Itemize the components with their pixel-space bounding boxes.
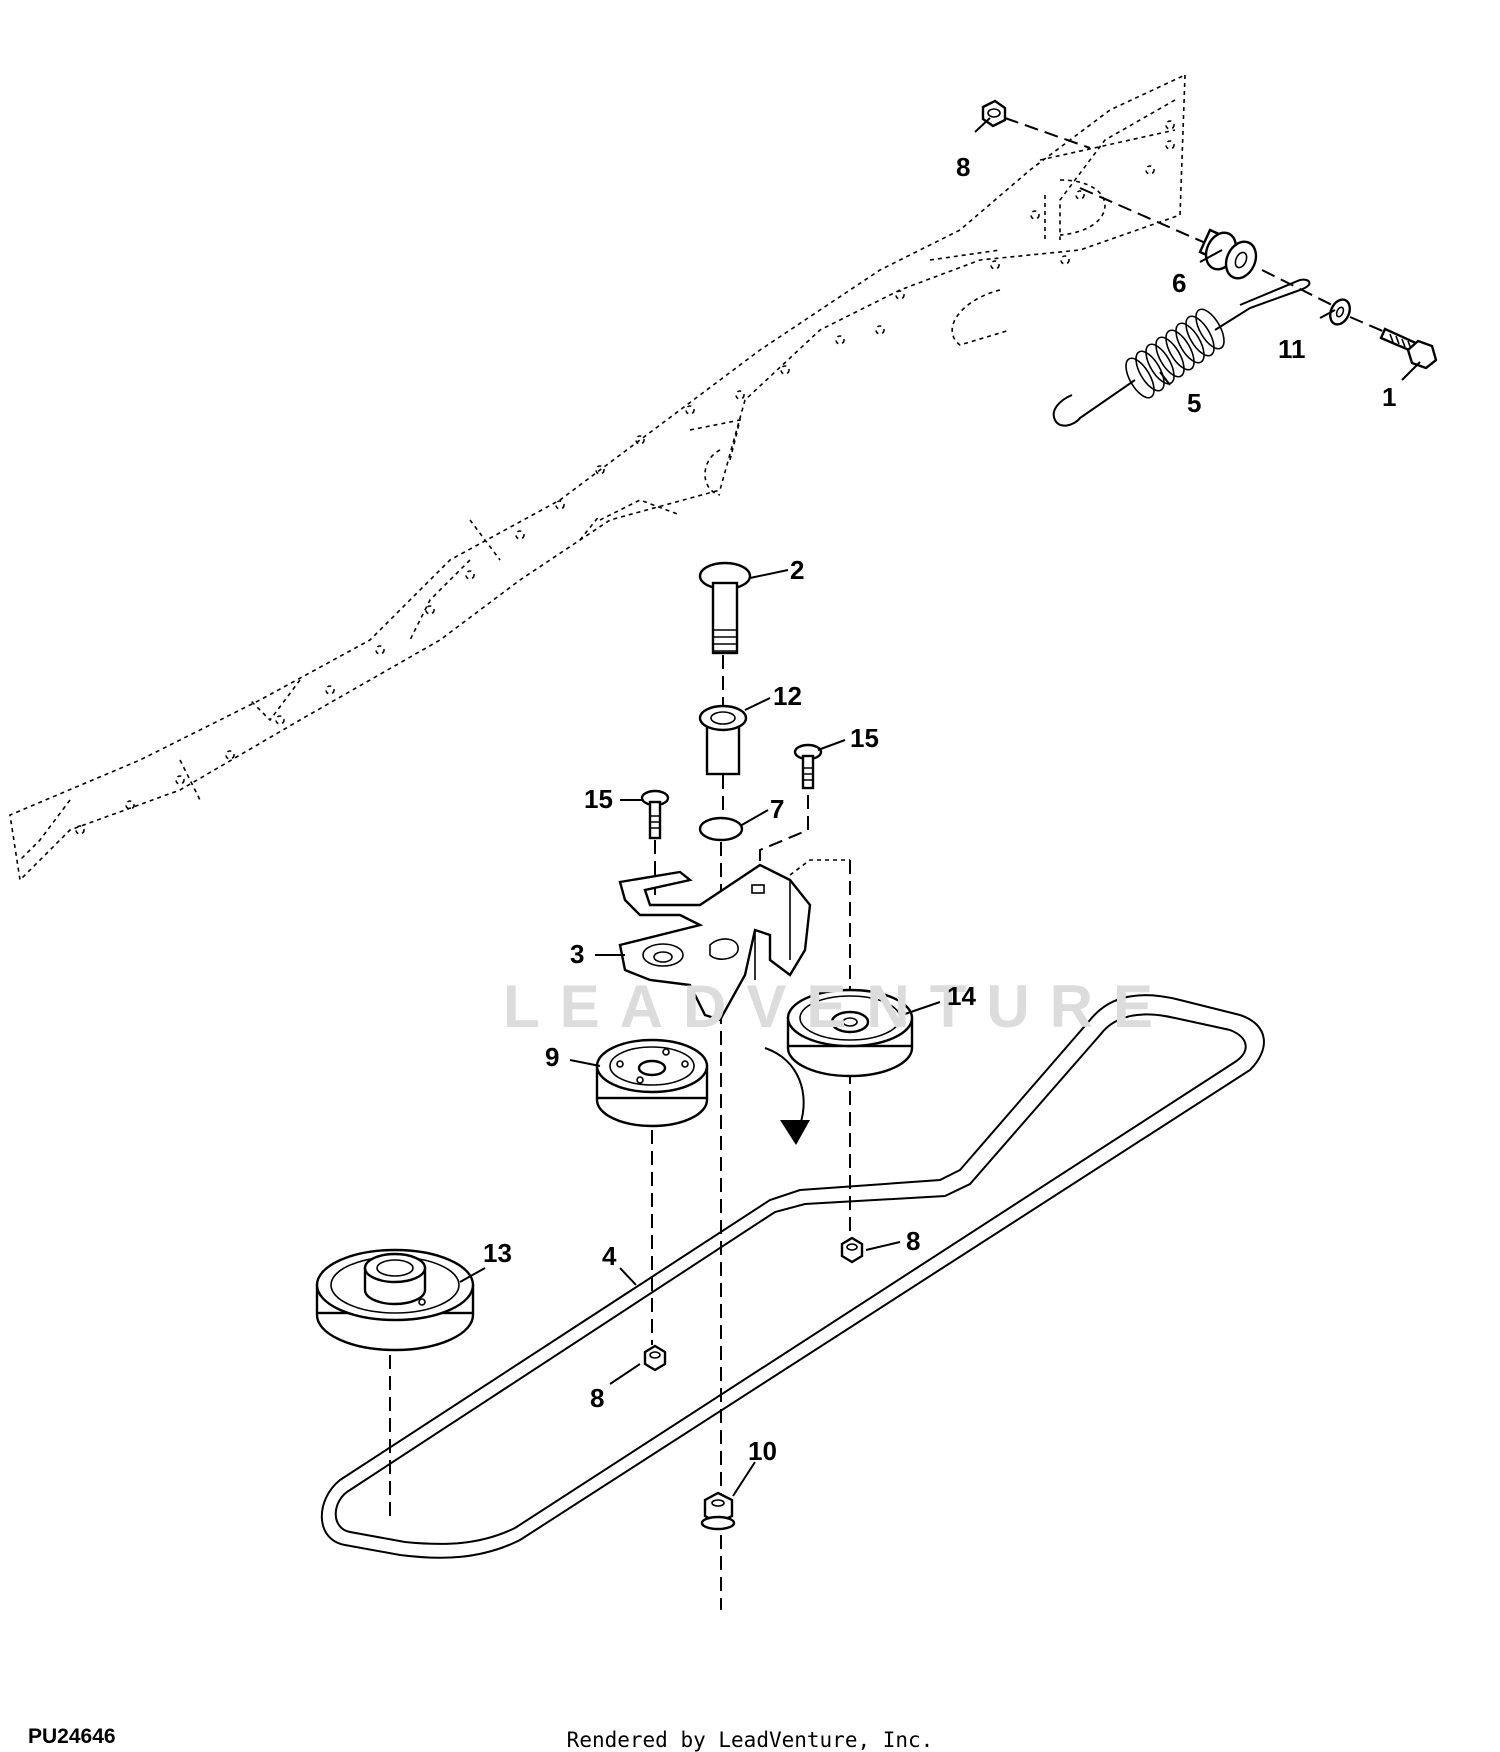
callout-nut-left: 8 xyxy=(590,1383,604,1413)
render-credit: Rendered by LeadVenture, Inc. xyxy=(566,1728,934,1752)
callout-bushing: 12 xyxy=(773,681,802,711)
watermark: LEADVENTURE xyxy=(503,973,1173,1040)
spacer[interactable] xyxy=(1079,187,1262,283)
callout-bolt-right: 15 xyxy=(850,723,879,753)
cap-screw[interactable] xyxy=(1349,316,1438,370)
spring[interactable] xyxy=(1052,278,1311,427)
callout-cap-screw: 1 xyxy=(1382,382,1396,412)
flange-nut[interactable] xyxy=(700,1491,736,1531)
callout-idler-v: 9 xyxy=(545,1042,559,1072)
callout-spring: 5 xyxy=(1187,388,1201,418)
callout-washer: 11 xyxy=(1278,334,1306,364)
nut-right[interactable] xyxy=(840,1236,864,1264)
pivot-bolt[interactable] xyxy=(698,561,752,655)
idler-pulley-v[interactable] xyxy=(595,1038,709,1128)
washer[interactable] xyxy=(1261,269,1354,328)
callout-frame-nut-top: 8 xyxy=(956,152,970,182)
callout-belt: 4 xyxy=(602,1241,617,1271)
callout-engine-sheave: 13 xyxy=(483,1238,512,1268)
idler-pulley-flat[interactable] xyxy=(786,988,914,1078)
engine-sheave[interactable] xyxy=(315,1248,475,1352)
rotation-arrow xyxy=(764,1047,810,1145)
idler-bracket[interactable] xyxy=(618,863,812,1022)
drive-belt[interactable] xyxy=(320,994,1265,1559)
callout-bolt-left: 15 xyxy=(584,784,613,814)
frame-rail-phantom xyxy=(9,73,1186,882)
bushing[interactable] xyxy=(698,704,748,776)
callout-nut-right: 8 xyxy=(906,1226,920,1256)
frame-nut-top[interactable] xyxy=(981,99,1091,149)
callout-flange-nut: 10 xyxy=(748,1436,777,1466)
bracket-hidden-edge xyxy=(789,859,850,876)
bolt-right[interactable] xyxy=(759,743,823,875)
callouts: 8 6 11 1 5 2 12 15 15 7 3 14 9 13 4 8 8 … xyxy=(483,152,1396,1466)
callout-snap-ring: 7 xyxy=(770,794,784,824)
callout-spacer: 6 xyxy=(1172,268,1186,298)
leader-lines xyxy=(459,117,1421,1497)
nut-left[interactable] xyxy=(643,1344,667,1372)
callout-idler-flat: 14 xyxy=(947,981,976,1011)
callout-pivot-bolt: 2 xyxy=(790,555,804,585)
figure-id: PU24646 xyxy=(28,1725,116,1748)
snap-ring[interactable] xyxy=(698,816,744,842)
callout-bracket: 3 xyxy=(570,939,584,969)
